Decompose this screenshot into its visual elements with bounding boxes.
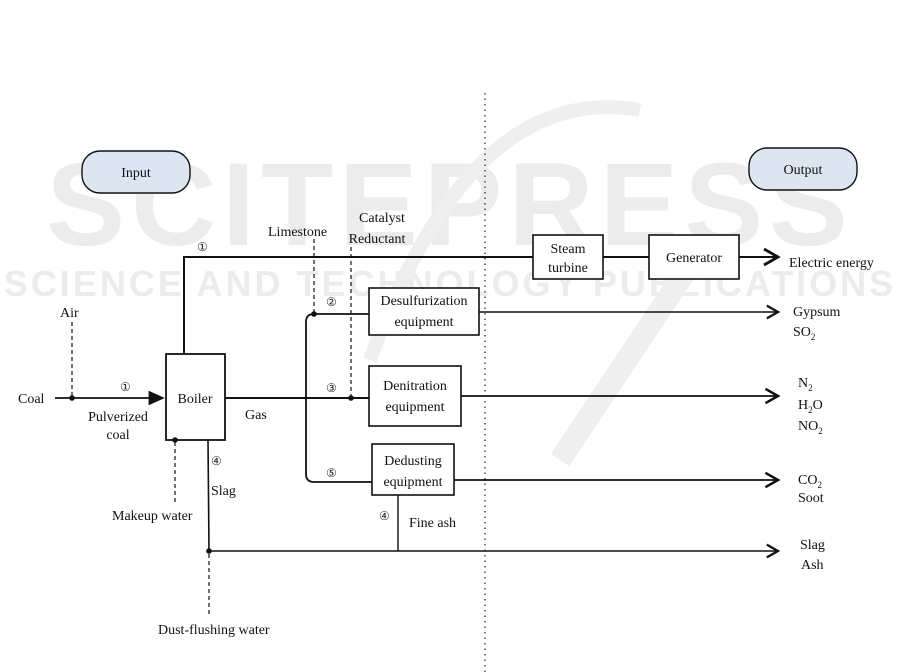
steam-turbine-label-1: Steam xyxy=(551,242,586,257)
desulfurization-label-1: Desulfurization xyxy=(380,294,467,309)
catalyst-label: Catalyst xyxy=(359,211,405,226)
soot-label: Soot xyxy=(798,491,824,506)
h2o-label: H2O xyxy=(798,398,823,415)
marker-5: ⑤ xyxy=(326,466,337,480)
so2-label: SO2 xyxy=(793,325,815,342)
watermark-slash xyxy=(550,243,710,467)
steam-line xyxy=(183,256,533,354)
no2-label: NO2 xyxy=(798,419,823,436)
marker-3: ③ xyxy=(326,381,337,395)
electric-energy-label: Electric energy xyxy=(789,256,874,271)
air-label: Air xyxy=(60,306,79,321)
marker-1-coal: ① xyxy=(120,380,131,394)
slag-drop-line xyxy=(207,439,210,552)
catalyst-junction xyxy=(348,395,354,401)
air-junction xyxy=(69,395,75,401)
output-label: Output xyxy=(784,163,823,178)
generator-unit: Generator xyxy=(648,234,740,280)
gas-label: Gas xyxy=(245,408,267,423)
marker-4-ash: ④ xyxy=(379,509,390,523)
steam-turbine-label-2: turbine xyxy=(548,261,588,276)
marker-2: ② xyxy=(326,295,337,309)
boiler-label: Boiler xyxy=(178,392,213,407)
makeup-water-label: Makeup water xyxy=(112,509,193,524)
limestone-label: Limestone xyxy=(268,225,327,240)
slag-output-label: Slag xyxy=(800,538,825,553)
fine-ash-label: Fine ash xyxy=(409,516,456,531)
desulfurization-label-2: equipment xyxy=(394,315,453,330)
steam-turbine-unit: Steam turbine xyxy=(532,234,604,280)
reductant-label: Reductant xyxy=(349,232,406,247)
denitration-unit: Denitration equipment xyxy=(368,365,462,427)
generator-label: Generator xyxy=(666,251,722,266)
slag-stream-label: Slag xyxy=(211,484,236,499)
denitration-label-2: equipment xyxy=(385,400,444,415)
input-pill: Input xyxy=(81,150,191,194)
input-label: Input xyxy=(121,166,151,181)
makeup-water-junction xyxy=(172,437,178,443)
marker-4-slag: ④ xyxy=(211,454,222,468)
n2-label: N2 xyxy=(798,376,813,393)
coal-label: Coal xyxy=(18,392,45,407)
gypsum-label: Gypsum xyxy=(793,305,841,320)
dedusting-label-1: Dedusting xyxy=(384,454,442,469)
coal-sub-label: coal xyxy=(106,428,129,443)
dust-water-label: Dust-flushing water xyxy=(158,623,270,638)
dedusting-label-2: equipment xyxy=(383,475,442,490)
denitration-label-1: Denitration xyxy=(383,379,447,394)
desulfurization-unit: Desulfurization equipment xyxy=(368,287,480,336)
pulverized-label: Pulverized xyxy=(88,410,148,425)
boiler-unit: Boiler xyxy=(165,353,226,441)
dedusting-unit: Dedusting equipment xyxy=(371,443,455,496)
co2-label: CO2 xyxy=(798,473,822,490)
output-pill: Output xyxy=(748,147,858,191)
gas-branch-line xyxy=(305,313,372,483)
marker-1-top: ① xyxy=(197,240,208,254)
ash-output-label: Ash xyxy=(801,558,824,573)
watermark: SCITEPRESS SCIENCE AND TECHNOLOGY PUBLIC… xyxy=(4,100,893,467)
limestone-junction xyxy=(311,311,317,317)
